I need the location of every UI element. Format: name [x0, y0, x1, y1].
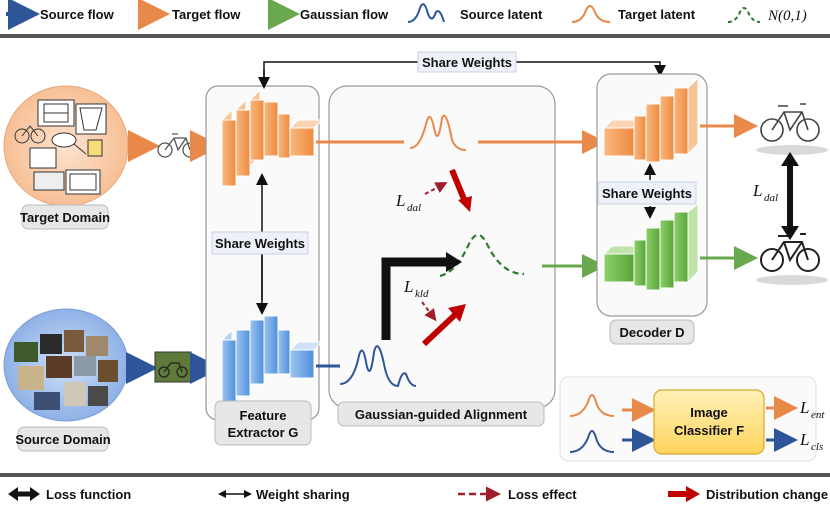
- classifier-target-latent-curve: [569, 394, 615, 417]
- legend-source-latent: Source latent: [407, 3, 543, 23]
- legend-weight-sharing-label: Weight sharing: [256, 487, 350, 502]
- legend-target-latent-label: Target latent: [618, 7, 696, 22]
- share-weights-decoder-label: Share Weights: [602, 186, 692, 201]
- ldal-double-arrow-head-down: [781, 226, 799, 240]
- legend-source-flow-label: Source flow: [40, 7, 115, 22]
- legend-target-flow: Target flow: [138, 0, 241, 30]
- target-sketch-collage: [14, 99, 107, 195]
- legend-bottom: Loss function Weight sharing Loss effect…: [8, 486, 828, 502]
- reconstructed-gaussian-bike: [756, 233, 828, 285]
- feature-extractor: Share Weights Feature Extractor G: [205, 85, 324, 446]
- kld-black-corner-arrow: [381, 257, 446, 340]
- legend-loss-effect: Loss effect: [458, 486, 577, 502]
- ldal-double-arrow-head-up: [781, 152, 799, 166]
- lcls-sub: cls: [811, 441, 823, 453]
- target-domain-label: Target Domain: [20, 210, 110, 225]
- alignment-tag: [337, 401, 545, 427]
- classifier-label-line1: Image: [690, 405, 728, 420]
- target-latent-curve: [409, 114, 467, 151]
- classifier-label-line2: Classifier F: [674, 423, 744, 438]
- feature-extractor-tag: [214, 400, 312, 446]
- target-domain-tag: [21, 204, 109, 230]
- ldal-right-main: L: [752, 181, 762, 200]
- normal-distribution-curve-icon: [727, 7, 761, 23]
- source-photo-collage: [14, 330, 118, 410]
- classifier-source-latent-curve: [569, 430, 615, 453]
- decoder: Share Weights Decoder D: [596, 73, 708, 345]
- target-latent-curve-icon: [571, 5, 611, 23]
- legend-gaussian-flow: Gaussian flow: [268, 0, 389, 30]
- extractor-target-block: [221, 88, 324, 188]
- source-domain-tag: [17, 426, 109, 452]
- reconstructed-target-bike: [756, 103, 828, 155]
- classifier-section: Image Classifier F L ent L cls: [559, 376, 825, 462]
- lent-main: L: [799, 398, 809, 417]
- target-domain: Target Domain: [3, 85, 129, 230]
- share-weights-top-label: Share Weights: [422, 55, 512, 70]
- legend-top: Source flow Target flow Gaussian flow So…: [6, 0, 807, 30]
- source-domain-label: Source Domain: [15, 432, 110, 447]
- lkld-distribution-change-head: [448, 304, 466, 322]
- share-weights-top-tag: [417, 51, 517, 73]
- image-classifier-box: [653, 389, 765, 455]
- ldal-right: L dal: [752, 152, 799, 240]
- decoder-tag: [609, 319, 695, 345]
- feature-extractor-label-line2: Extractor G: [228, 425, 299, 440]
- legend-loss-function: Loss function: [8, 487, 131, 502]
- lkld-main: L: [403, 277, 413, 296]
- legend-source-flow: Source flow: [6, 0, 115, 30]
- legend-loss-effect-label: Loss effect: [508, 487, 577, 502]
- legend-distribution-change-label: Distribution change: [706, 487, 828, 502]
- bike-photo-icon: [158, 362, 188, 378]
- source-latent-curve-icon: [407, 3, 445, 23]
- ldal-distribution-change-shaft: [449, 168, 469, 206]
- legend-source-latent-label: Source latent: [460, 7, 543, 22]
- share-weights-decoder-tag: [597, 181, 697, 205]
- share-weights-left-tag: [211, 231, 309, 255]
- legend-loss-function-label: Loss function: [46, 487, 131, 502]
- source-domain: Source Domain: [3, 308, 129, 452]
- alignment-box: [328, 85, 556, 409]
- target-sample-bike-sketch: [157, 133, 198, 158]
- ldal-alignment-main: L: [395, 191, 405, 210]
- decoder-gaussian-block: [602, 202, 699, 291]
- top-share-weights: Share Weights: [258, 51, 666, 89]
- feature-extractor-label-line1: Feature: [240, 408, 287, 423]
- lent-sub: ent: [811, 409, 825, 421]
- decoder-target-block: [602, 76, 699, 163]
- ldal-right-sub: dal: [764, 192, 778, 204]
- legend-normal-label: N(0,1): [767, 8, 807, 24]
- source-sample-bike-photo: [154, 351, 192, 383]
- legend-target-flow-label: Target flow: [172, 7, 241, 22]
- lkld-sub: kld: [415, 288, 429, 300]
- ldal-loss-effect-arrow: [424, 182, 448, 195]
- lkld-distribution-change-shaft: [421, 309, 461, 347]
- ldal-distribution-change-head: [458, 196, 472, 212]
- ldal-alignment-sub: dal: [407, 202, 421, 214]
- alignment-label: Gaussian-guided Alignment: [355, 407, 528, 422]
- decoder-label: Decoder D: [619, 325, 684, 340]
- legend-weight-sharing: Weight sharing: [218, 487, 350, 502]
- source-latent-curve: [339, 345, 417, 388]
- kld-corner-arrowhead: [446, 252, 462, 272]
- legend-gaussian-flow-label: Gaussian flow: [300, 7, 389, 22]
- lcls-main: L: [799, 430, 809, 449]
- legend-target-latent: Target latent: [571, 5, 696, 23]
- legend-distribution-change: Distribution change: [668, 486, 828, 502]
- lkld-loss-effect-arrow: [421, 301, 437, 322]
- legend-normal: N(0,1): [727, 7, 807, 24]
- share-weights-left-label: Share Weights: [215, 236, 305, 251]
- gaussian-alignment: L dal L kld Gaussian-guided Alignment: [316, 85, 606, 427]
